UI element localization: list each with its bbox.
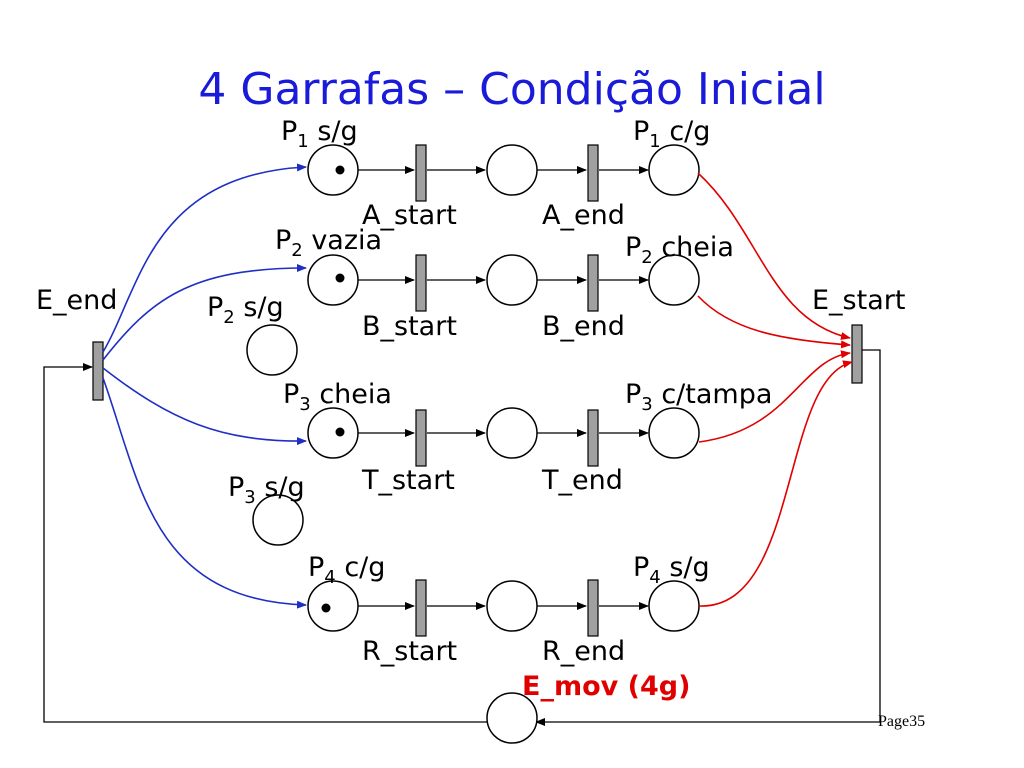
token-p3-cheia (335, 427, 345, 437)
arc-eend-p4cg (102, 377, 307, 609)
transition-t-end (587, 409, 599, 467)
transition-r-start (415, 579, 427, 637)
arc-estart-emov (535, 349, 881, 726)
transition-a-start (415, 144, 427, 202)
label-p4-sg: P4 s/g (633, 552, 710, 588)
place-p1-cg (648, 144, 700, 196)
transition-e-end (92, 341, 104, 401)
place-p4-cg (307, 580, 359, 632)
place-b-busy (486, 254, 538, 306)
transition-t-start (415, 409, 427, 467)
label-e-end: E_end (36, 285, 117, 316)
label-p2-sg: P2 s/g (207, 292, 284, 328)
arc-emov-eend (43, 363, 487, 723)
arc-p3ctampa-estart (698, 350, 851, 443)
label-p1-cg: P1 c/g (633, 116, 710, 152)
arc-p4sg-estart (698, 360, 853, 607)
label-a-start: A_start (362, 200, 457, 231)
label-p3-sg: P3 s/g (228, 472, 305, 508)
place-t-busy (486, 407, 538, 459)
page-title: 4 Garrafas – Condição Inicial (198, 64, 825, 115)
place-p3-ctampa (648, 407, 700, 459)
place-p3-cheia (307, 407, 359, 459)
place-a-busy (486, 144, 538, 196)
transition-b-start (415, 254, 427, 312)
label-b-end: B_end (542, 311, 625, 342)
arc-eend-p1sg (102, 163, 307, 353)
label-p3-cheia: P3 cheia (283, 379, 392, 415)
transition-a-end (587, 144, 599, 202)
place-p2-cheia (648, 254, 700, 306)
token-p1-sg (335, 165, 345, 175)
label-r-start: R_start (362, 636, 457, 667)
place-p4-sg (648, 580, 700, 632)
transition-e-start (851, 324, 863, 384)
place-e-mov (486, 692, 538, 744)
transition-r-end (587, 579, 599, 637)
label-t-start: T_start (361, 465, 455, 496)
label-p2-cheia: P2 cheia (625, 232, 734, 268)
arc-p1cg-estart (697, 172, 851, 340)
label-p3-ctampa: P3 c/tampa (625, 379, 772, 415)
arc-eend-p3cheia (102, 367, 307, 446)
place-p2-vazia (307, 254, 359, 306)
arc-p2cheia-estart (697, 295, 851, 349)
place-p1-sg (307, 144, 359, 196)
label-p4-cg: P4 c/g (308, 552, 385, 588)
token-p2-vazia (335, 273, 345, 283)
place-p2-sg (246, 324, 298, 376)
token-p4-cg (321, 603, 331, 613)
label-b-start: B_start (362, 311, 457, 342)
arc-eend-p2vazia (102, 264, 307, 361)
label-t-end: T_end (541, 465, 623, 496)
label-p2-vazia: P2 vazia (275, 225, 382, 261)
label-r-end: R_end (542, 636, 625, 667)
page-number: Page35 (878, 713, 925, 730)
transition-b-end (587, 254, 599, 312)
place-p3-sg (252, 494, 304, 546)
place-r-busy (486, 580, 538, 632)
label-e-start: E_start (812, 285, 905, 316)
label-p1-sg: P1 s/g (281, 116, 358, 152)
label-a-end: A_end (542, 200, 625, 231)
label-e-mov: E_mov (4g) (522, 671, 690, 702)
